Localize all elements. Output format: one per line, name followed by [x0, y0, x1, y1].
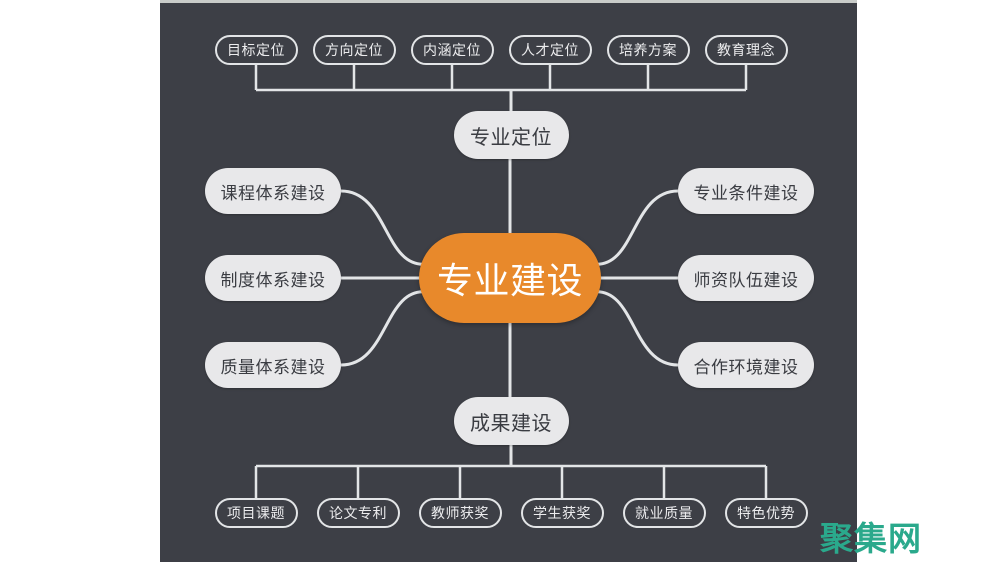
- node-left-branch-1[interactable]: 制度体系建设: [205, 255, 341, 301]
- node-top-child-3[interactable]: 人才定位: [508, 35, 592, 65]
- node-right-branch-2[interactable]: 合作环境建设: [678, 342, 814, 388]
- node-center-topic[interactable]: 专业建设: [419, 233, 601, 323]
- panel-top-border: [160, 0, 857, 3]
- node-hub-top[interactable]: 专业定位: [453, 111, 569, 159]
- node-right-branch-1[interactable]: 师资队伍建设: [678, 255, 814, 301]
- site-watermark: 聚集网: [820, 519, 922, 558]
- node-top-child-2[interactable]: 内涵定位: [410, 35, 494, 65]
- node-bottom-child-3[interactable]: 学生获奖: [520, 498, 604, 528]
- node-hub-bottom[interactable]: 成果建设: [453, 397, 569, 445]
- node-bottom-child-1[interactable]: 论文专利: [316, 498, 400, 528]
- node-bottom-child-0[interactable]: 项目课题: [214, 498, 298, 528]
- node-top-child-5[interactable]: 教育理念: [704, 35, 788, 65]
- node-top-child-0[interactable]: 目标定位: [214, 35, 298, 65]
- node-left-branch-2[interactable]: 质量体系建设: [205, 342, 341, 388]
- node-bottom-child-5[interactable]: 特色优势: [724, 498, 808, 528]
- node-bottom-child-4[interactable]: 就业质量: [622, 498, 706, 528]
- node-left-branch-0[interactable]: 课程体系建设: [205, 168, 341, 214]
- node-top-child-1[interactable]: 方向定位: [312, 35, 396, 65]
- node-bottom-child-2[interactable]: 教师获奖: [418, 498, 502, 528]
- node-top-child-4[interactable]: 培养方案: [606, 35, 690, 65]
- node-right-branch-0[interactable]: 专业条件建设: [678, 168, 814, 214]
